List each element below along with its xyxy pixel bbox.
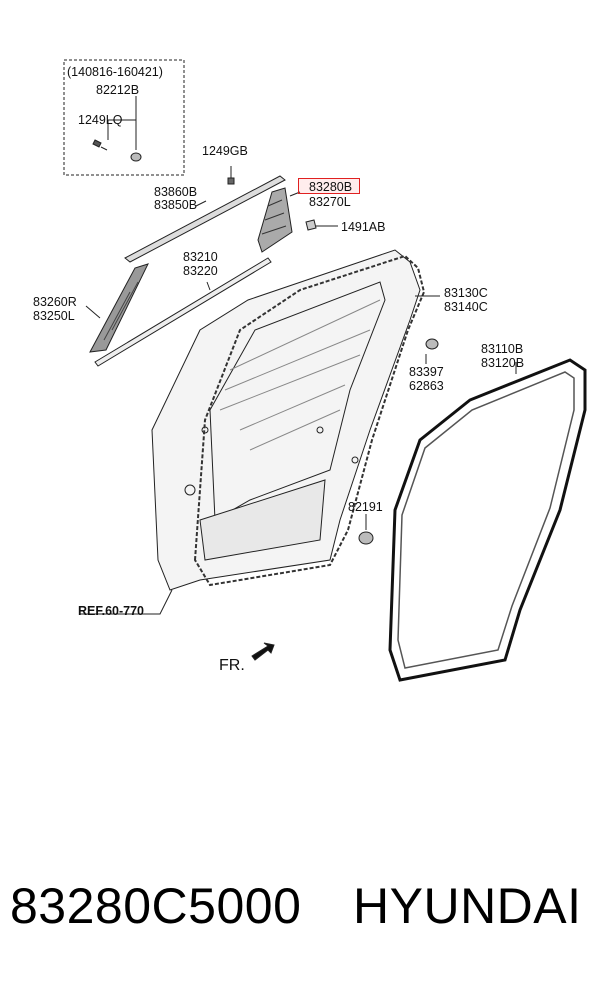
callout-83120b: 83120B [481, 356, 525, 370]
callout-83280b: 83280B [309, 180, 353, 194]
callout-83210: 83210 [183, 250, 218, 264]
part-number-label: 83280C5000 [10, 878, 302, 934]
callout-83130c: 83130C [444, 286, 488, 300]
callout-83270l: 83270L [309, 195, 351, 209]
inset-box [63, 59, 185, 176]
callout-ref: REF.60-770 [78, 604, 145, 618]
callout-front: FR. [219, 657, 245, 674]
callout-date-range: (140816-160421) [67, 65, 163, 79]
callout-82191: 82191 [348, 500, 383, 514]
callout-83140c: 83140C [444, 300, 488, 314]
callout-83397: 83397 [409, 365, 444, 379]
callout-83850b: 83850B [154, 198, 198, 212]
callout-83220: 83220 [183, 264, 218, 278]
callout-1249gb: 1249GB [202, 144, 248, 158]
brand-label: HYUNDAI [353, 878, 582, 934]
callout-1491ab: 1491AB [341, 220, 386, 234]
caption-bar: 83280C5000 HYUNDAI [0, 876, 600, 946]
callout-83250l: 83250L [33, 309, 75, 323]
callout-1249lq: 1249LQ [78, 113, 123, 127]
highlight-box [298, 178, 360, 194]
callout-82212b: 82212B [96, 83, 140, 97]
callout-83260r: 83260R [33, 295, 77, 309]
callout-62863: 62863 [409, 379, 444, 393]
callout-83110b: 83110B [481, 342, 524, 356]
callout-83860b: 83860B [154, 185, 198, 199]
